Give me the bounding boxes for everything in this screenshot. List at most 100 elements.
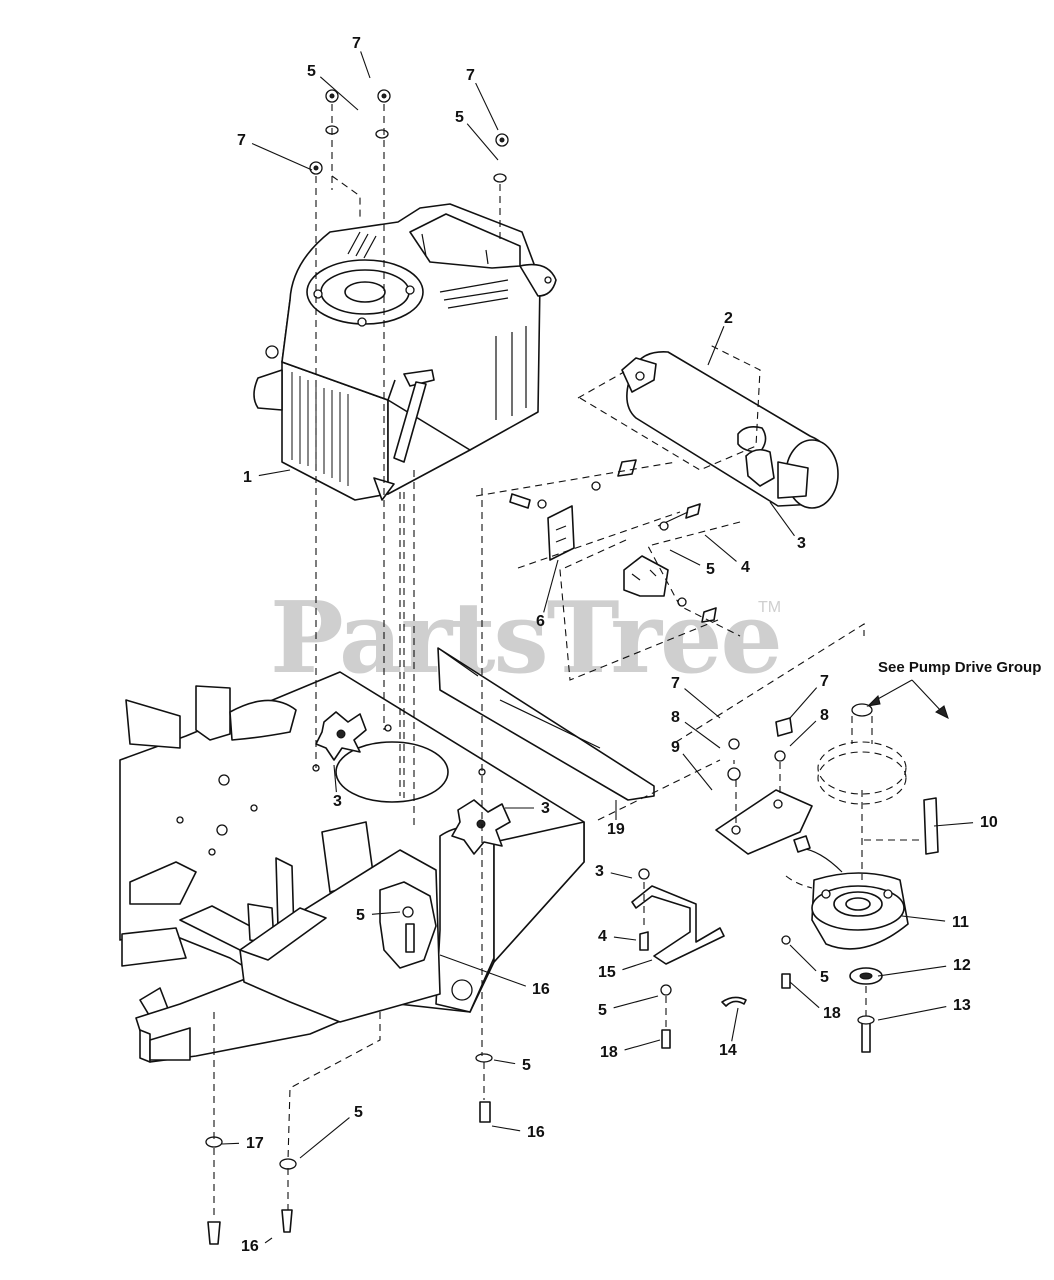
callout-c7: 1 — [243, 469, 291, 486]
callout-leader — [707, 326, 725, 366]
callout-number: 3 — [595, 863, 604, 880]
callout-c20: 19 — [607, 800, 625, 838]
callout-leader — [769, 501, 795, 537]
callout-number: 3 — [541, 800, 550, 817]
callout-c37: 17 — [221, 1135, 264, 1152]
watermark-trademark: TM — [758, 599, 781, 616]
callout-c1: 7 — [352, 35, 371, 79]
callout-c23: 5 — [356, 907, 401, 924]
callout-leader — [251, 143, 313, 171]
callout-leader — [877, 965, 947, 977]
callout-c34: 5 — [493, 1057, 531, 1074]
callout-number: 11 — [952, 914, 969, 931]
callout-c35: 5 — [299, 1104, 363, 1159]
callout-number: 5 — [820, 969, 829, 986]
callout-number: 3 — [797, 535, 806, 552]
callout-leader — [371, 911, 401, 915]
callout-number: 7 — [237, 132, 246, 149]
callout-number: 13 — [953, 997, 971, 1014]
watermark: PartsTree — [270, 581, 781, 696]
callout-c3: 7 — [466, 67, 499, 131]
callout-number: 12 — [953, 957, 971, 974]
callout-c32: 18 — [600, 1039, 661, 1061]
callout-number: 5 — [307, 63, 316, 80]
callout-number: 17 — [246, 1135, 264, 1152]
callout-leader — [221, 1142, 240, 1145]
callout-leader — [613, 995, 659, 1009]
callout-c6: 2 — [707, 310, 733, 366]
callout-leader — [491, 1125, 521, 1132]
callout-number: 7 — [466, 67, 475, 84]
pto-bracket — [631, 868, 747, 1049]
callout-c31: 13 — [877, 997, 971, 1021]
pump-drive-pulley — [817, 703, 907, 805]
callout-leader — [731, 1007, 739, 1042]
callout-leader — [624, 1039, 661, 1051]
callout-leader — [466, 123, 499, 161]
callout-number: 5 — [522, 1057, 531, 1074]
callout-c8: 3 — [769, 501, 806, 552]
callout-c38: 16 — [241, 1237, 273, 1255]
callout-c27: 5 — [789, 944, 829, 986]
callout-c18: 3 — [333, 764, 342, 810]
callout-c16: 9 — [671, 739, 713, 791]
callout-c22: 11 — [901, 914, 969, 931]
callout-leader — [264, 1237, 273, 1244]
callout-number: 5 — [356, 907, 365, 924]
callout-number: 19 — [607, 821, 625, 838]
callout-leader — [493, 1059, 516, 1065]
callout-leader — [789, 687, 818, 719]
callout-leader — [933, 822, 974, 827]
callout-number: 3 — [333, 793, 342, 810]
callout-leader — [622, 959, 653, 971]
callout-number: 4 — [741, 559, 750, 576]
callout-leader — [901, 915, 946, 922]
callout-number: 8 — [820, 707, 829, 724]
callout-c24: 4 — [598, 928, 637, 945]
callout-leader — [789, 720, 817, 747]
callout-number: 6 — [536, 613, 545, 630]
callout-c29: 5 — [598, 995, 659, 1019]
hardware — [205, 89, 509, 1245]
callout-c21: 3 — [595, 863, 633, 880]
callout-number: 15 — [598, 964, 616, 981]
callout-leader — [258, 469, 291, 477]
callout-leader — [439, 954, 527, 987]
callout-leader — [543, 559, 559, 613]
callout-leader — [360, 51, 371, 79]
callout-c13: 7 — [789, 673, 829, 719]
callout-number: 16 — [241, 1238, 259, 1255]
callout-c26: 15 — [598, 959, 653, 981]
chassis-frame — [119, 647, 655, 1063]
callout-c4: 5 — [455, 109, 499, 161]
callout-c12: 7 — [671, 675, 721, 719]
callout-c10: 4 — [704, 534, 750, 576]
callout-c15: 8 — [789, 707, 829, 747]
callout-number: 7 — [820, 673, 829, 690]
callout-c30: 18 — [789, 981, 841, 1022]
callout-number: 18 — [600, 1044, 618, 1061]
callout-leader — [684, 688, 721, 719]
callout-leader — [319, 76, 359, 111]
callout-leader — [669, 549, 701, 566]
callout-number: 14 — [719, 1042, 737, 1059]
callout-leader — [613, 936, 637, 941]
callout-c2: 5 — [307, 63, 359, 111]
callout-leader — [877, 1006, 947, 1021]
callout-c17: 10 — [933, 814, 998, 831]
callout-number: 9 — [671, 739, 680, 756]
callout-number: 5 — [455, 109, 464, 126]
callout-c36: 16 — [491, 1124, 545, 1141]
callout-leader — [333, 764, 337, 793]
callout-c9: 5 — [669, 549, 715, 578]
callout-c25: 12 — [877, 957, 971, 977]
callout-leader — [704, 534, 737, 562]
callout-c5: 7 — [237, 132, 313, 171]
engine — [253, 203, 557, 501]
callout-number: 5 — [706, 561, 715, 578]
see-pump-drive-group-label: See Pump Drive Group — [878, 659, 1041, 676]
muffler-brackets — [475, 459, 741, 681]
muffler — [577, 343, 839, 509]
